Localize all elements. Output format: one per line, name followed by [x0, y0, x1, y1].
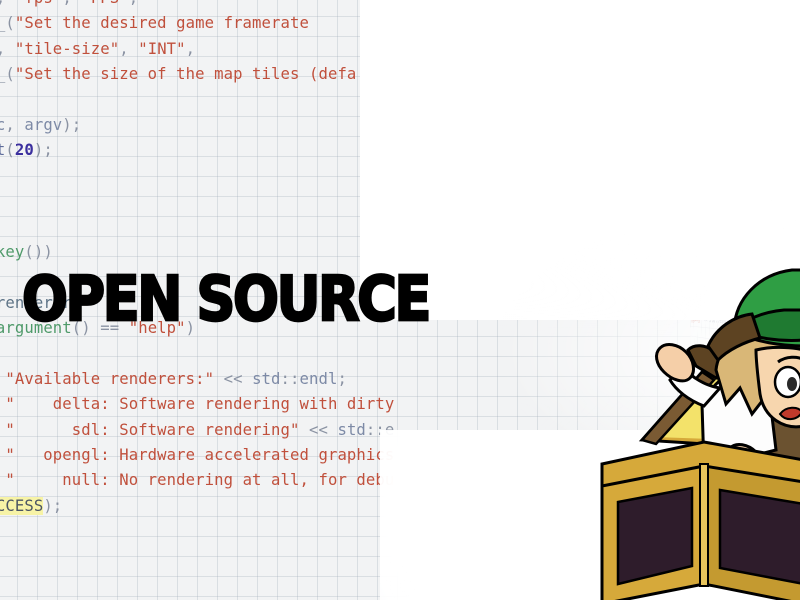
code-token: "Set the desired game framerate: [14, 14, 309, 33]
adventurer-character-icon: [655, 268, 800, 506]
code-line: n (argp.get_key()): [0, 240, 800, 265]
code-line: std::cout << " sdl: Software rendering" …: [0, 418, 800, 443]
code-token: );: [33, 141, 53, 160]
code-token: argv: [24, 115, 63, 134]
code-token: _(: [0, 65, 15, 84]
code-token: framebuffer_type: [0, 598, 148, 600]
code-token: _(: [0, 14, 15, 33]
code-token: (: [5, 141, 15, 160]
code-line: f (argp.get_argument() == "help"): [0, 316, 800, 341]
code-token: std: [337, 420, 366, 439]
code-token: "Available renderers:": [5, 369, 215, 388]
code-token: "FPS": [81, 0, 128, 7]
code-token: " opengl: Hardware accelerated graphics: [5, 446, 395, 465]
code-line: rse_args(argc, argv);: [0, 113, 800, 138]
code-token: get_key: [0, 242, 25, 261]
code-token: (framebuffer_: [186, 598, 309, 600]
code-token: "fps": [15, 0, 62, 7]
code-token: <<: [214, 369, 253, 388]
code-token: ,: [5, 115, 25, 134]
code-token: ,: [0, 40, 15, 58]
code-line: d_option(344, "tile-size", "INT",: [0, 37, 800, 62]
code-token: ,: [119, 39, 139, 58]
code-token: ,: [185, 39, 196, 58]
code-token: std: [252, 369, 281, 388]
code-line: std::cout << "Available renderers:" << s…: [0, 367, 800, 392]
code-token: ,: [0, 0, 15, 7]
code-token: 20: [14, 141, 34, 160]
code-line: d_option('k', "fps", "FPS",: [0, 0, 800, 11]
code-token: endl: [299, 369, 338, 388]
code-token: "INT": [138, 39, 186, 58]
code-token: ()): [24, 242, 53, 261]
code-token: ;: [337, 369, 347, 388]
code-token: .: [148, 598, 158, 600]
code-token: t_help_indent: [0, 141, 6, 160]
code-line: cmd_options.framebuffer_type.set(framebu…: [0, 595, 800, 600]
code-token: set: [157, 598, 185, 600]
code-line: e 'r': // --renderer: [0, 291, 800, 316]
code-token: get_argument: [0, 319, 72, 338]
chest-body-icon: [600, 440, 800, 600]
code-token: " delta: Software rendering with dirty: [5, 395, 395, 414]
page-title: OPEN SOURCE: [21, 262, 433, 335]
code-token: "help": [128, 319, 186, 338]
code-token: ): [185, 319, 196, 338]
code-token: );: [62, 115, 82, 134]
code-token: "Set the size of the map tiles (defa: [14, 65, 357, 84]
code-line: exit(EXIT_SUCCESS);: [0, 494, 800, 519]
code-token: argc: [0, 115, 6, 134]
code-token: "tile-size": [14, 39, 120, 58]
code-line: std::cout << " opengl: Hardware accelera…: [0, 443, 800, 468]
code-token: " sdl: Software rendering": [5, 420, 300, 439]
code-token: EXIT_SUCCESS: [0, 496, 44, 515]
code-token: ,: [129, 0, 139, 7]
code-token: <<: [299, 420, 338, 439]
code-token: () ==: [71, 319, 129, 338]
code-token: // --renderer: [0, 293, 72, 312]
adventurer-and-chest-illustration: [584, 254, 800, 600]
code-line: _("Set the desired game framerate: [0, 11, 800, 36]
code-line: std::cout << " delta: Software rendering…: [0, 392, 800, 417]
code-token: ,: [62, 0, 81, 7]
code-token: " null: No rendering at all, for debu: [5, 471, 395, 490]
code-line: t_help_indent(20);: [0, 138, 800, 163]
code-line: _("Set the size of the map tiles (defa: [0, 62, 800, 87]
code-token: ::: [280, 369, 300, 388]
code-token: );: [43, 496, 63, 515]
